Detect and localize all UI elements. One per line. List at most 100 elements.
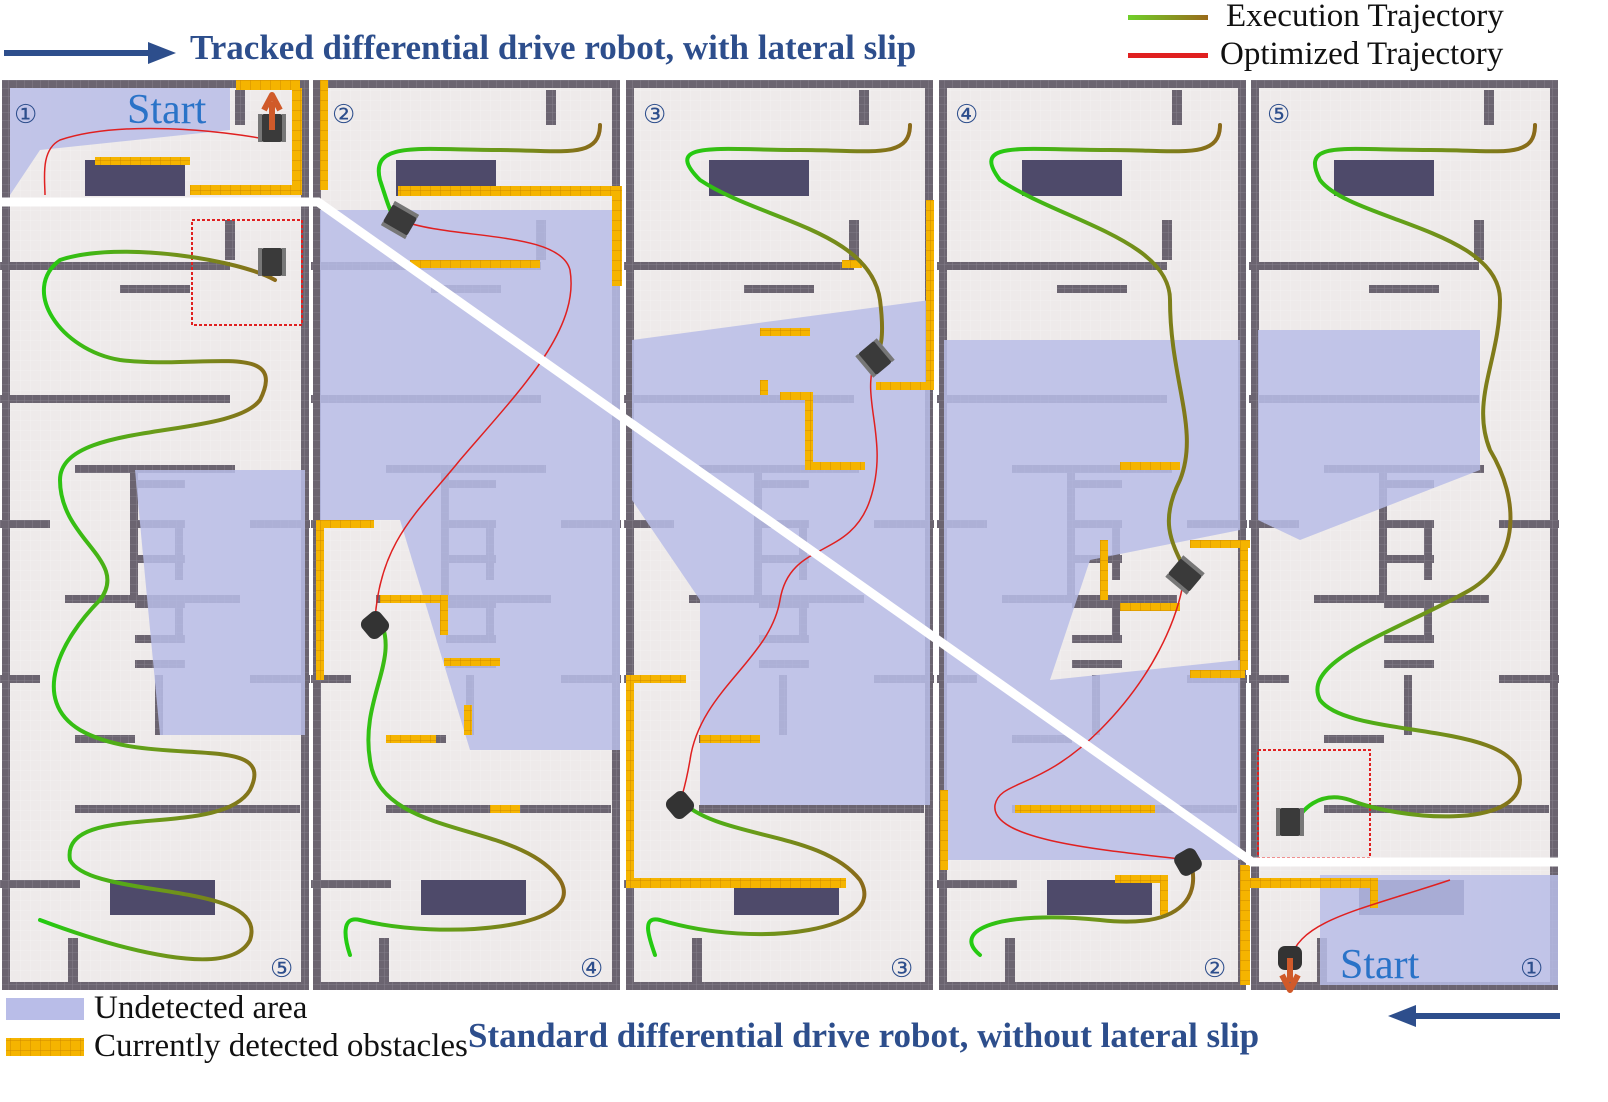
- wall-segment: [1384, 660, 1434, 668]
- panel-number-top: ③: [643, 100, 666, 130]
- robot-track-right: [1300, 808, 1304, 836]
- wall-segment: [1379, 465, 1387, 595]
- wall-segment: [937, 262, 1167, 270]
- legend-obstacles-label: Currently detected obstacles: [94, 1028, 468, 1064]
- undetected-region: [632, 300, 930, 805]
- legend-optimized-swatch: [1128, 53, 1208, 58]
- execution-trajectory: [38, 249, 277, 962]
- robot-track-right: [282, 114, 286, 142]
- legend-execution-swatch: [1128, 15, 1208, 20]
- obstacle-strip: [1370, 878, 1378, 908]
- obstacle-strip: [626, 878, 846, 888]
- wall-segment: [624, 262, 854, 270]
- obstacle-strip: [316, 520, 374, 528]
- obstacle-strip: [386, 735, 436, 743]
- panel-number-top: ④: [955, 100, 978, 130]
- optimized-trajectory: [374, 219, 572, 621]
- obstacle-strip: [1240, 540, 1248, 670]
- obstacle-strip: [1115, 875, 1165, 883]
- panel-number-bottom: ④: [580, 954, 603, 984]
- wall-segment: [1324, 735, 1384, 743]
- undetected-region: [320, 210, 620, 750]
- robot-body: [360, 610, 390, 640]
- wall-segment: [0, 395, 230, 403]
- boundary-top: [626, 80, 933, 88]
- robot-icon: [1276, 808, 1304, 836]
- obstacle-strip: [1190, 670, 1245, 678]
- obstacle-strip: [1190, 540, 1250, 548]
- wall-segment: [225, 220, 235, 260]
- legend-execution-label: Execution Trajectory: [1226, 0, 1504, 34]
- wall-segment: [1072, 635, 1122, 643]
- robot-icon: [380, 200, 420, 240]
- robot-track-left: [258, 248, 262, 276]
- wall-segment: [235, 90, 245, 125]
- robot-icon: [258, 248, 286, 276]
- wall-segment: [1249, 262, 1479, 270]
- wall-segment: [379, 938, 389, 990]
- execution-trajectory: [1293, 123, 1537, 827]
- undetected-region: [10, 88, 230, 195]
- robot-body: [1168, 558, 1202, 592]
- boundary-bottom: [939, 982, 1246, 990]
- boundary-top: [313, 80, 620, 88]
- wall-segment: [1499, 520, 1559, 528]
- wall-segment: [0, 262, 230, 270]
- robot-track-left: [380, 221, 408, 240]
- panel-number-bottom: ⑤: [270, 954, 293, 984]
- execution-trajectory: [969, 858, 1195, 957]
- robot-track-left: [1276, 808, 1280, 836]
- wall-segment: [0, 880, 80, 888]
- obstacle-strip: [410, 260, 540, 268]
- wall-segment: [311, 675, 351, 683]
- execution-trajectory: [646, 798, 867, 957]
- wall-segment: [1499, 675, 1559, 683]
- robot-body: [1174, 848, 1202, 876]
- obstacle-strip: [612, 186, 622, 286]
- obstacle-strip: [760, 380, 768, 395]
- panel-number-top: ①: [14, 100, 37, 130]
- wall-segment: [1314, 595, 1489, 603]
- obstacle-strip: [1120, 603, 1180, 611]
- obstacle-strip: [190, 185, 302, 195]
- wall-segment: [1072, 660, 1122, 668]
- wall-segment: [744, 285, 814, 293]
- robot-heading-arrow: [261, 92, 283, 130]
- robot-icon: [665, 790, 695, 820]
- robot-body: [665, 790, 695, 820]
- obstacle-strip: [1250, 878, 1370, 888]
- optimized-trajectory: [679, 359, 878, 806]
- direction-arrow-top-head: [148, 42, 176, 64]
- wall-segment: [1484, 90, 1494, 125]
- robot-track-right: [1180, 555, 1205, 577]
- wall-segment: [1424, 600, 1432, 640]
- obstacle-strip: [1240, 865, 1250, 985]
- robot-body: [261, 248, 283, 276]
- title-top: Tracked differential drive robot, with l…: [190, 28, 917, 67]
- robot-track-right: [392, 200, 420, 219]
- boundary-bottom: [1251, 982, 1558, 990]
- wall-segment: [937, 880, 1017, 888]
- undetected-region: [135, 470, 305, 735]
- boundary-right: [1238, 80, 1246, 990]
- robot-icon: [1174, 848, 1202, 876]
- boundary-right: [1550, 80, 1558, 990]
- robot-icon: [360, 610, 390, 640]
- execution-trajectory: [376, 123, 602, 224]
- wall-segment: [75, 465, 235, 473]
- obstacle-strip: [626, 675, 686, 683]
- wall-segment: [75, 805, 300, 813]
- obstacle-strip: [292, 88, 302, 188]
- start-label-bottom: Start: [1340, 942, 1420, 988]
- wall-segment: [1249, 675, 1289, 683]
- wall-segment: [1047, 880, 1152, 915]
- direction-arrow-bottom-head: [1388, 1005, 1416, 1027]
- obstacle-strip: [780, 392, 810, 400]
- robot-heading-arrow: [1279, 958, 1301, 993]
- wall-segment: [1334, 160, 1434, 196]
- wall-segment: [546, 90, 556, 125]
- obstacle-strip: [398, 186, 620, 196]
